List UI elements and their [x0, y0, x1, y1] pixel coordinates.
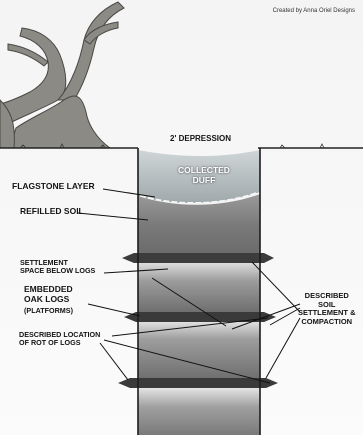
designer-credit: Created by Anna Oriel Designs — [273, 8, 355, 14]
oak-log-3 — [118, 378, 278, 388]
pit-column — [118, 148, 278, 435]
oak-log-2 — [124, 312, 276, 322]
oak-log-1 — [122, 253, 274, 263]
depression-label: 2' DEPRESSION — [170, 134, 231, 143]
described-settlement-label: DESCRIBED SOIL SETTLEMENT & COMPACTION — [298, 292, 356, 327]
collected-duff-label: COLLECTED DUFF — [178, 166, 230, 186]
settlement-space-label: SETTLEMENT SPACE BELOW LOGS — [20, 259, 95, 276]
refilled-soil-label: REFILLED SOIL — [20, 207, 84, 217]
described-rot-label: DESCRIBED LOCATION OF ROT OF LOGS — [19, 331, 100, 348]
soil-layer-4 — [138, 388, 260, 435]
flagstone-layer-label: FLAGSTONE LAYER — [12, 182, 95, 192]
platforms-label: (PLATFORMS) — [24, 307, 73, 315]
soil-layer-2 — [138, 263, 260, 314]
embedded-oak-logs-label: EMBEDDED OAK LOGS — [24, 285, 73, 305]
